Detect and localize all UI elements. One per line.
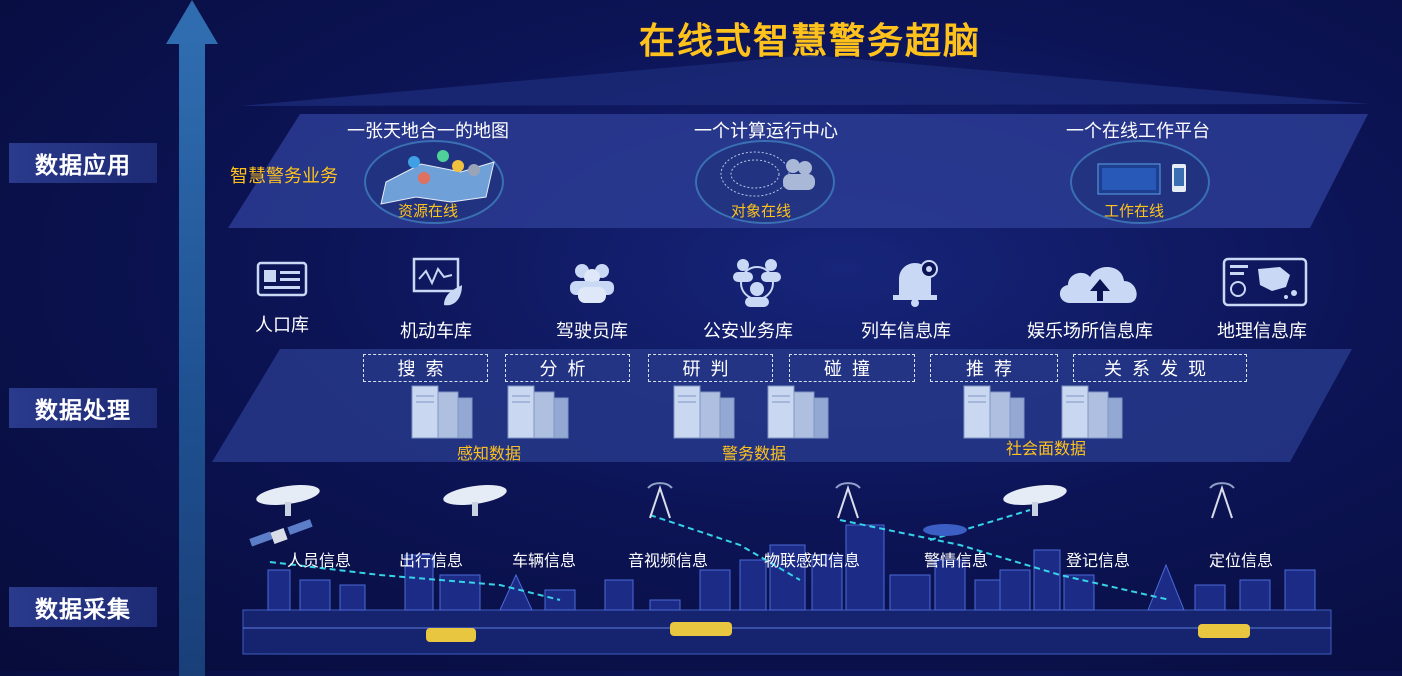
monitor-leaf-icon [412, 257, 462, 306]
db-label: 公安业务库 [703, 321, 793, 342]
data-link-line [649, 514, 801, 581]
server-rack-icon [507, 385, 569, 439]
db-public-security[interactable]: 公安业务库 [698, 255, 798, 343]
db-population[interactable]: 人口库 [248, 255, 316, 337]
server-rack-icon [1061, 385, 1123, 439]
top-cap-shape [240, 55, 1370, 106]
source-audio-video: 音视频信息 [628, 551, 709, 570]
server-rack-icon [673, 385, 735, 439]
ellipse-objects[interactable] [695, 140, 835, 224]
db-entertainment[interactable]: 娱乐场所信息库 [1022, 255, 1158, 343]
map-pins-icon [380, 150, 495, 205]
source-iot: 物联感知信息 [764, 551, 861, 570]
store-social-data: 社会面数据 [1006, 439, 1087, 458]
db-label: 驾驶员库 [556, 321, 628, 342]
satellite-dish-icon [256, 485, 1067, 516]
brain-users-icon [720, 151, 815, 197]
op-relation-discovery[interactable]: 关系发现 [1073, 354, 1247, 382]
radio-tower-icon [647, 482, 1235, 519]
ellipse-label-work: 工作在线 [1104, 202, 1165, 220]
map-screen-icon [1222, 257, 1307, 307]
city-skyline [267, 524, 1316, 611]
source-personnel: 人员信息 [287, 551, 352, 570]
db-label: 机动车库 [400, 321, 472, 342]
bell-gear-icon [893, 260, 938, 307]
db-label: 人口库 [255, 315, 309, 336]
drone-icon [923, 524, 967, 536]
screen-phone-icon [1097, 163, 1186, 195]
layer-label-collection: 数据采集 [9, 587, 157, 627]
op-recommend[interactable]: 推荐 [930, 354, 1058, 382]
vertical-arrow-shaft [179, 36, 205, 676]
business-side-label: 智慧警务业务 [230, 166, 338, 187]
db-geographic[interactable]: 地理信息库 [1212, 255, 1312, 343]
ellipse-work[interactable] [1070, 140, 1210, 224]
ellipse-label-resources: 资源在线 [398, 202, 459, 220]
layer-label-processing: 数据处理 [9, 388, 157, 428]
op-analyze[interactable]: 分析 [505, 354, 630, 382]
arrow-up-icon [166, 0, 218, 44]
source-vehicle: 车辆信息 [512, 551, 577, 570]
op-judge[interactable]: 研判 [648, 354, 773, 382]
server-rack-icon [963, 385, 1025, 439]
db-train[interactable]: 列车信息库 [856, 255, 956, 343]
people-group-icon [570, 264, 614, 303]
source-travel: 出行信息 [399, 551, 464, 570]
op-search[interactable]: 搜索 [363, 354, 488, 382]
city-base [242, 609, 1332, 655]
heading-work-platform: 一个在线工作平台 [1066, 121, 1210, 142]
store-perception-data: 感知数据 [457, 444, 522, 463]
ellipse-resources[interactable] [364, 140, 504, 224]
db-label: 列车信息库 [861, 321, 951, 342]
satellite-icon [249, 519, 313, 547]
source-registration: 登记信息 [1066, 551, 1131, 570]
db-vehicles[interactable]: 机动车库 [396, 255, 476, 343]
db-label: 地理信息库 [1217, 321, 1307, 342]
network-people-icon [733, 259, 781, 307]
cloud-upload-icon [1059, 266, 1137, 303]
data-link-line [929, 509, 1031, 541]
db-label: 娱乐场所信息库 [1027, 321, 1153, 342]
heading-compute-center: 一个计算运行中心 [694, 121, 838, 142]
layer-label-application: 数据应用 [9, 143, 157, 183]
heading-map: 一张天地合一的地图 [347, 121, 509, 142]
db-drivers[interactable]: 驾驶员库 [552, 255, 632, 343]
server-rack-icon [411, 385, 473, 439]
source-location: 定位信息 [1209, 551, 1274, 570]
source-incident: 警情信息 [924, 551, 989, 570]
server-rack-icon [767, 385, 829, 439]
ellipse-label-objects: 对象在线 [731, 202, 792, 220]
id-card-icon [256, 261, 308, 297]
bus-icon [426, 622, 1250, 642]
data-link-line [269, 561, 561, 601]
data-link-line [839, 519, 1171, 601]
op-collide[interactable]: 碰撞 [789, 354, 915, 382]
store-police-data: 警务数据 [722, 444, 787, 463]
